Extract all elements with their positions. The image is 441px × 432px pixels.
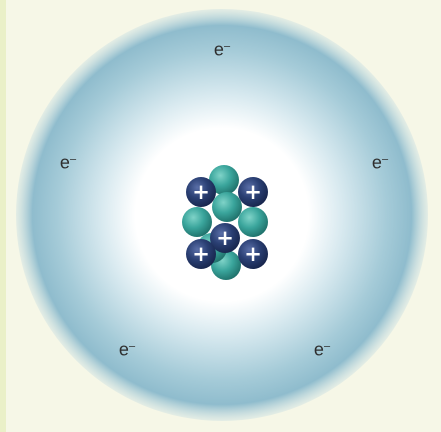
- proton-plus-sign: +: [244, 180, 262, 204]
- electron-label: e–: [314, 340, 330, 361]
- neutron: [182, 207, 212, 237]
- proton: +: [238, 177, 268, 207]
- electron-label: e–: [60, 153, 76, 174]
- proton-plus-sign: +: [192, 242, 210, 266]
- proton-plus-sign: +: [192, 180, 210, 204]
- proton: +: [186, 239, 216, 269]
- electron-label: e–: [214, 40, 230, 61]
- proton: +: [238, 239, 268, 269]
- neutron: [238, 207, 268, 237]
- proton: +: [186, 177, 216, 207]
- proton-plus-sign: +: [244, 242, 262, 266]
- electron-label: e–: [372, 153, 388, 174]
- neutron: [212, 192, 242, 222]
- electron-label: e–: [119, 340, 135, 361]
- proton-plus-sign: +: [216, 226, 234, 250]
